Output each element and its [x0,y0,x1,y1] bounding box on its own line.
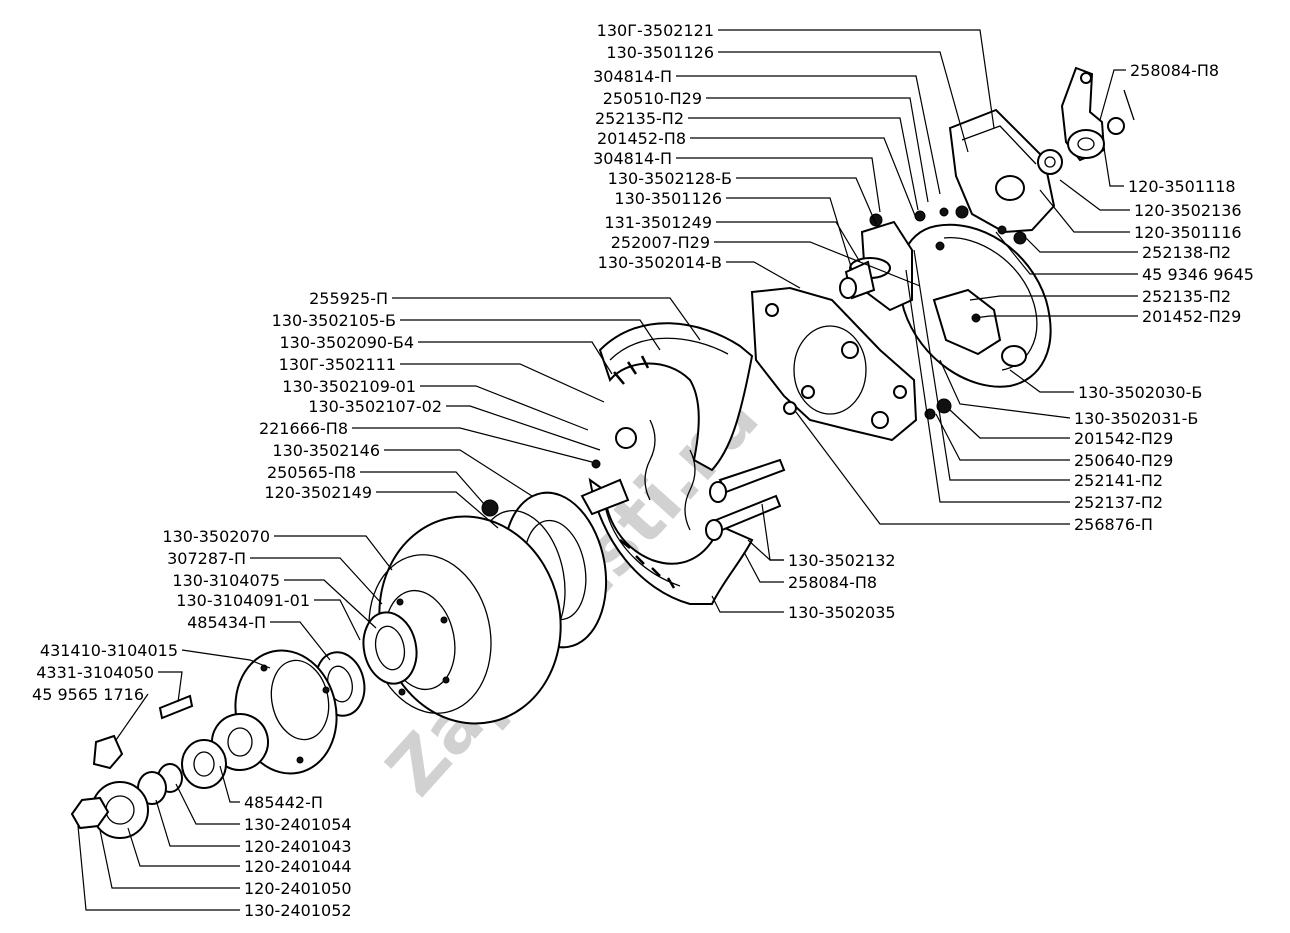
callout-label: 130-3502132 [788,551,896,570]
brake-support [750,286,952,442]
callout-label: 256876-П [1074,515,1153,534]
callout-label: 255925-П [309,289,388,308]
parts-drawing [70,66,1135,839]
callout-label: 304814-П [593,67,672,86]
callout-label: 130-3502070 [162,527,270,546]
callout-label: 307287-П [167,549,246,568]
callout-label: 130-3501126 [614,189,722,208]
callout-label: 250565-П8 [267,463,356,482]
callout-label: 45 9565 1716 [32,685,144,704]
callout-label: 130-3502090-Б4 [280,333,415,352]
callout-label: 130Г-3502111 [279,355,396,374]
callout-label: 130-3502014-В [598,253,722,272]
leader-lines [77,29,1138,911]
callout-label: 485434-П [187,613,266,632]
camshaft-bracket [948,108,1063,245]
slack-adjuster-lever [1060,66,1135,162]
callout-label: 120-2401050 [244,879,352,898]
callout-label: 120-2401043 [244,837,352,856]
callout-label: 45 9346 9645 [1142,265,1254,284]
brake-shoes [580,322,786,605]
callout-labels: 130Г-3502121 130-3501126 304814-П 250510… [32,21,1254,920]
callout-label: 431410-3104015 [40,641,178,660]
callout-label: 250640-П29 [1074,451,1173,470]
callout-label: 130-3502030-Б [1078,383,1202,402]
callout-label: 130-3501126 [606,43,714,62]
callout-label: 304814-П [593,149,672,168]
callout-label: 130-3502105-Б [272,311,396,330]
callout-label: 250510-П29 [603,89,702,108]
callout-label: 130-3502128-Б [608,169,732,188]
callout-label: 485442-П [244,793,323,812]
callout-label: 120-3501116 [1134,223,1242,242]
callout-label: 130-3104075 [172,571,280,590]
callout-label: 252135-П2 [595,109,684,128]
callout-label: 130-3502107-02 [308,397,442,416]
callout-label: 130-3502031-Б [1074,409,1198,428]
callout-label: 252135-П2 [1142,287,1231,306]
callout-label: 130Г-3502121 [597,21,714,40]
callout-label: 131-3501249 [604,213,712,232]
callout-label: 201452-П8 [597,129,686,148]
callout-label: 258084-П8 [788,573,877,592]
brake-drum [368,515,562,725]
callout-label: 120-3502149 [264,483,372,502]
callout-label: 130-2401052 [244,901,352,920]
callout-label: 130-3104091-01 [176,591,310,610]
dust-shield [898,223,1052,388]
cam-support-plate [839,205,969,312]
bearing-stack [70,713,269,839]
callout-label: 221666-П8 [259,419,348,438]
callout-label: 130-3502109-01 [282,377,416,396]
callout-label: 252138-П2 [1142,243,1231,262]
callout-label: 252007-П29 [611,233,710,252]
callout-label: 252141-П2 [1074,471,1163,490]
callout-label: 258084-П8 [1130,61,1219,80]
callout-label: 130-2401054 [244,815,352,834]
callout-label: 120-3502136 [1134,201,1242,220]
callout-label: 120-3501118 [1128,177,1236,196]
callout-label: 4331-3104050 [36,663,154,682]
callout-label: 130-3502035 [788,603,896,622]
callout-label: 201452-П29 [1142,307,1241,326]
callout-label: 252137-П2 [1074,493,1163,512]
callout-label: 201542-П29 [1074,429,1173,448]
callout-label: 130-3502146 [272,441,380,460]
callout-label: 120-2401044 [244,857,352,876]
